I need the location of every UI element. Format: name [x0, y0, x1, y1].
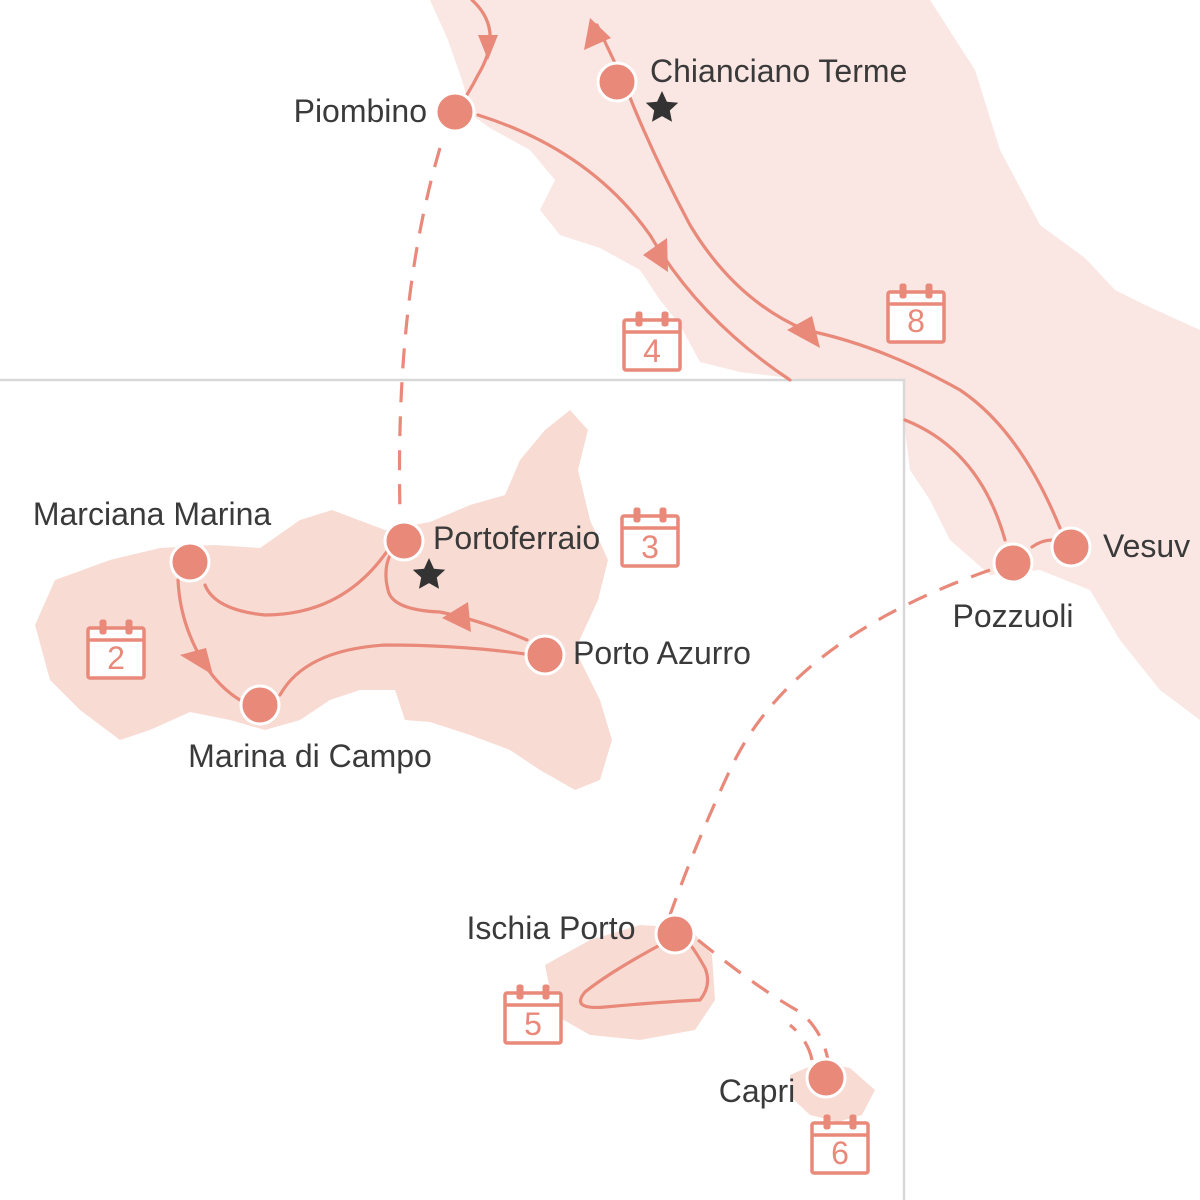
- day-4: 4: [643, 333, 661, 369]
- route-azurro-portoferraio: [384, 553, 529, 642]
- day-5: 5: [524, 1006, 542, 1042]
- label-chianciano-terme: Chianciano Terme: [650, 53, 907, 89]
- arrow-icon: [584, 18, 611, 50]
- day-3: 3: [641, 529, 659, 565]
- calendar-icon: 6: [810, 1113, 870, 1175]
- label-portoferraio: Portoferraio: [433, 520, 600, 556]
- map-marker-icon[interactable]: [169, 541, 211, 583]
- route-campo-azurro: [278, 643, 527, 697]
- arrow-icon: [180, 648, 213, 675]
- map-marker-icon[interactable]: [434, 91, 476, 133]
- direction-arrows: [180, 18, 820, 675]
- calendar-icon: 5: [503, 983, 563, 1045]
- label-marina-di-campo: Marina di Campo: [188, 738, 432, 774]
- arrow-icon: [787, 316, 820, 348]
- route-portoferraio-marciana: [203, 545, 392, 617]
- day-6: 6: [831, 1135, 849, 1171]
- arrow-icon: [478, 35, 498, 60]
- map-marker-icon[interactable]: [992, 542, 1034, 584]
- map-marker-icon[interactable]: [805, 1057, 847, 1099]
- ferry-ischia-capri: [696, 938, 830, 1061]
- calendar-icon: 2: [86, 618, 146, 680]
- elba-island: [35, 410, 612, 790]
- mainland-italy: [430, 0, 1200, 720]
- ferry-piombino-portoferraio: [397, 147, 442, 513]
- label-pozzuoli: Pozzuoli: [953, 598, 1074, 634]
- map-marker-icon[interactable]: [383, 520, 425, 562]
- label-porto-azurro: Porto Azurro: [573, 635, 751, 671]
- label-marciana-marina: Marciana Marina: [33, 496, 272, 532]
- calendar-icon: 3: [620, 506, 680, 568]
- arrow-icon: [442, 602, 471, 632]
- label-ischia-porto: Ischia Porto: [467, 910, 636, 946]
- day-8: 8: [907, 303, 925, 339]
- route-inset-to-pozzuoli: [903, 418, 1007, 542]
- label-piombino: Piombino: [294, 93, 427, 129]
- place-labels: Piombino Chianciano Terme Vesuv Pozzuoli…: [33, 53, 1190, 1109]
- map-marker-icon[interactable]: [239, 684, 281, 726]
- label-capri: Capri: [719, 1073, 795, 1109]
- calendar-icon: 4: [622, 310, 682, 372]
- arrow-icon: [643, 238, 668, 272]
- calendar-icon: 8: [886, 282, 946, 344]
- map-marker-icon[interactable]: [596, 61, 638, 103]
- ferry-capri-return: [788, 1023, 814, 1061]
- route-piombino-south: [476, 113, 792, 382]
- day-markers: 4 8 3 2 5 6: [86, 282, 946, 1175]
- ferry-pozzuoli-ischia: [668, 568, 991, 916]
- map-marker-icon[interactable]: [1050, 526, 1092, 568]
- day-2: 2: [107, 640, 125, 676]
- route-pozzuoli-vesuv: [1030, 538, 1054, 549]
- map-marker-icon[interactable]: [524, 634, 566, 676]
- label-vesuv: Vesuv: [1103, 528, 1190, 564]
- route-ischia-loop: [579, 940, 710, 1010]
- stop-markers: [169, 61, 1092, 1099]
- map-marker-icon[interactable]: [654, 913, 696, 955]
